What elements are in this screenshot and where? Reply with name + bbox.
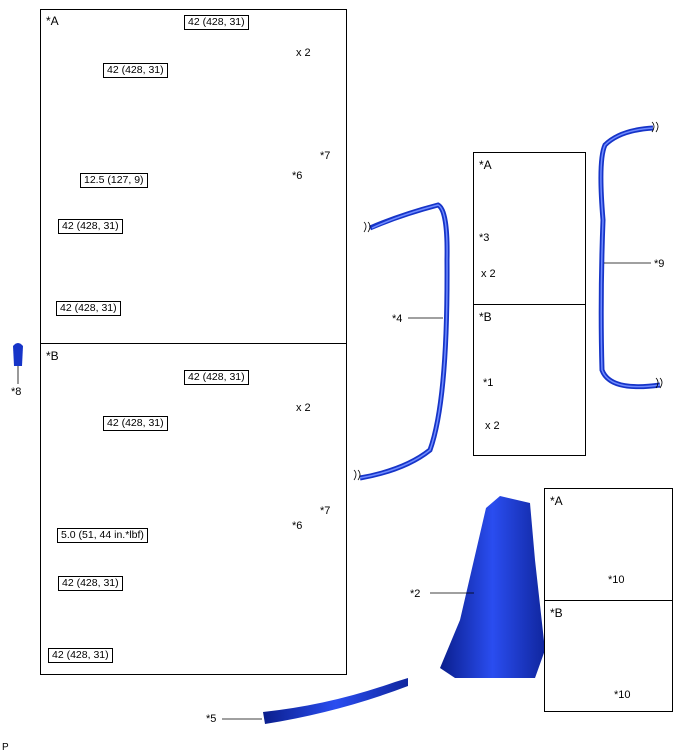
panel-mid-b-tag: *B: [479, 310, 492, 324]
weatherstrip-part-4: [353, 202, 450, 481]
scuff-plate-part-5: [222, 678, 408, 724]
torque-spec-a-top: 42 (428, 31): [184, 15, 249, 30]
label-a-part-7: *7: [320, 150, 331, 162]
label-part-10-b: *10: [614, 689, 631, 701]
torque-spec-a-mid: 12.5 (127, 9): [80, 173, 148, 188]
label-a-x2: x 2: [296, 47, 311, 59]
label-part-2: *2: [410, 588, 421, 600]
torque-spec-b-bottom: 42 (428, 31): [48, 648, 113, 663]
panel-mid-a-tag: *A: [479, 158, 492, 172]
label-part-9: *9: [654, 258, 665, 270]
label-part-3-x2: x 2: [481, 268, 496, 280]
torque-spec-b-mid: 5.0 (51, 44 in.*lbf): [57, 528, 148, 543]
label-part-3: *3: [479, 232, 490, 244]
label-part-8: *8: [11, 386, 22, 398]
clip-part-8: [13, 343, 23, 384]
panel-right-b: [544, 600, 673, 712]
torque-spec-a-lower: 42 (428, 31): [58, 219, 123, 234]
corner-marker: P: [2, 742, 9, 753]
pillar-garnish-part-2: [430, 496, 545, 678]
label-part-4: *4: [392, 313, 403, 325]
torque-spec-b-top: 42 (428, 31): [184, 370, 249, 385]
torque-spec-a-anchor: 42 (428, 31): [103, 63, 168, 78]
panel-right-a-tag: *A: [550, 494, 563, 508]
label-part-5: *5: [206, 713, 217, 725]
torque-spec-a-bottom: 42 (428, 31): [56, 301, 121, 316]
panel-right-a: [544, 488, 673, 602]
label-a-part-6: *6: [292, 170, 303, 182]
panel-left-b-tag: *B: [46, 349, 59, 363]
label-b-part-7: *7: [320, 505, 331, 517]
label-b-part-6: *6: [292, 520, 303, 532]
panel-left-a-tag: *A: [46, 14, 59, 28]
label-part-10-a: *10: [608, 574, 625, 586]
torque-spec-b-anchor: 42 (428, 31): [103, 416, 168, 431]
panel-left-b: [40, 343, 347, 675]
panel-right-b-tag: *B: [550, 606, 563, 620]
weatherstrip-part-9: [598, 121, 663, 390]
label-b-x2: x 2: [296, 402, 311, 414]
panel-mid-a: [473, 152, 586, 306]
label-part-1: *1: [483, 377, 494, 389]
torque-spec-b-lower: 42 (428, 31): [58, 576, 123, 591]
panel-mid-b: [473, 304, 586, 456]
label-part-1-x2: x 2: [485, 420, 500, 432]
